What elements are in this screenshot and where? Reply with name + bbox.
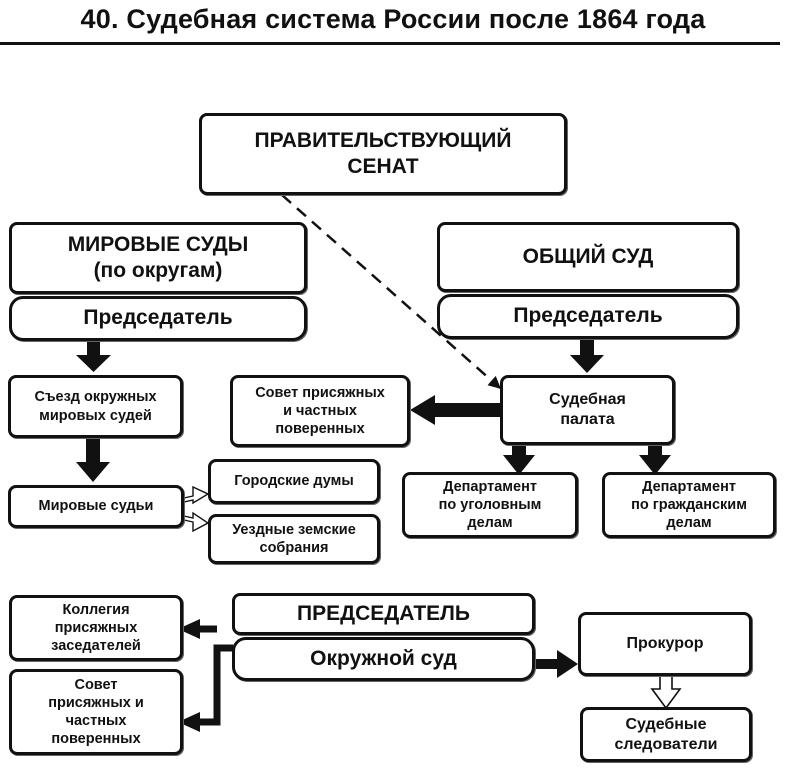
arrow-chamber-to-criminal — [503, 445, 535, 475]
prosecutor-box: Прокурор — [578, 612, 752, 676]
peace-courts-chairman-box: Председатель — [9, 296, 307, 341]
criminal-department-box: Департамент по уголовным делам — [402, 472, 578, 538]
arrow-chamber-to-civil — [639, 445, 671, 475]
page-title: 40. Судебная система России после 1864 г… — [80, 4, 706, 34]
investigators-box: Судебные следователи — [580, 707, 752, 762]
senate-box: ПРАВИТЕЛЬСТВУЮЩИЙ СЕНАТ — [199, 113, 567, 195]
jury-board-box: Коллегия присяжных заседателей — [9, 595, 183, 661]
arrow-prosecutor-to-investigators — [650, 675, 682, 710]
arrow-chamber-to-council — [410, 395, 500, 425]
general-court-box: ОБЩИЙ СУД — [437, 222, 739, 292]
justices-box: Мировые судьи — [8, 485, 184, 528]
council-bottom-box: Совет присяжных и частных поверенных — [9, 669, 183, 755]
arrow-congress-to-justices — [76, 437, 110, 482]
arrow-to-jury-board — [178, 619, 200, 639]
arrow-general-to-chamber — [570, 340, 604, 373]
district-court-box: Окружной суд — [232, 637, 535, 681]
council-top-box: Совет присяжных и частных поверенных — [230, 375, 410, 447]
arrow-to-bottom-council — [178, 712, 200, 732]
arrow-peace-to-congress — [76, 342, 111, 372]
zemstvo-box: Уездные земские собрания — [208, 514, 380, 564]
title-underline — [0, 42, 780, 45]
peace-courts-box: МИРОВЫЕ СУДЫ (по округам) — [9, 222, 307, 294]
bottom-chairman-box: ПРЕДСЕДАТЕЛЬ — [232, 593, 535, 635]
arrow-justices-to-dumas — [183, 485, 210, 505]
senate-to-chamber-dashed-arrow — [281, 194, 501, 389]
arrow-justices-to-zemstvo — [183, 511, 210, 533]
judicial-chamber-box: Судебная палата — [500, 375, 675, 445]
civil-department-box: Департамент по гражданским делам — [602, 472, 776, 538]
bracket-connector — [199, 644, 233, 726]
congress-box: Съезд окружных мировых судей — [8, 375, 183, 438]
general-court-chairman-box: Председатель — [437, 294, 739, 339]
city-dumas-box: Городские думы — [208, 459, 380, 504]
arrow-court-to-prosecutor — [535, 650, 578, 678]
